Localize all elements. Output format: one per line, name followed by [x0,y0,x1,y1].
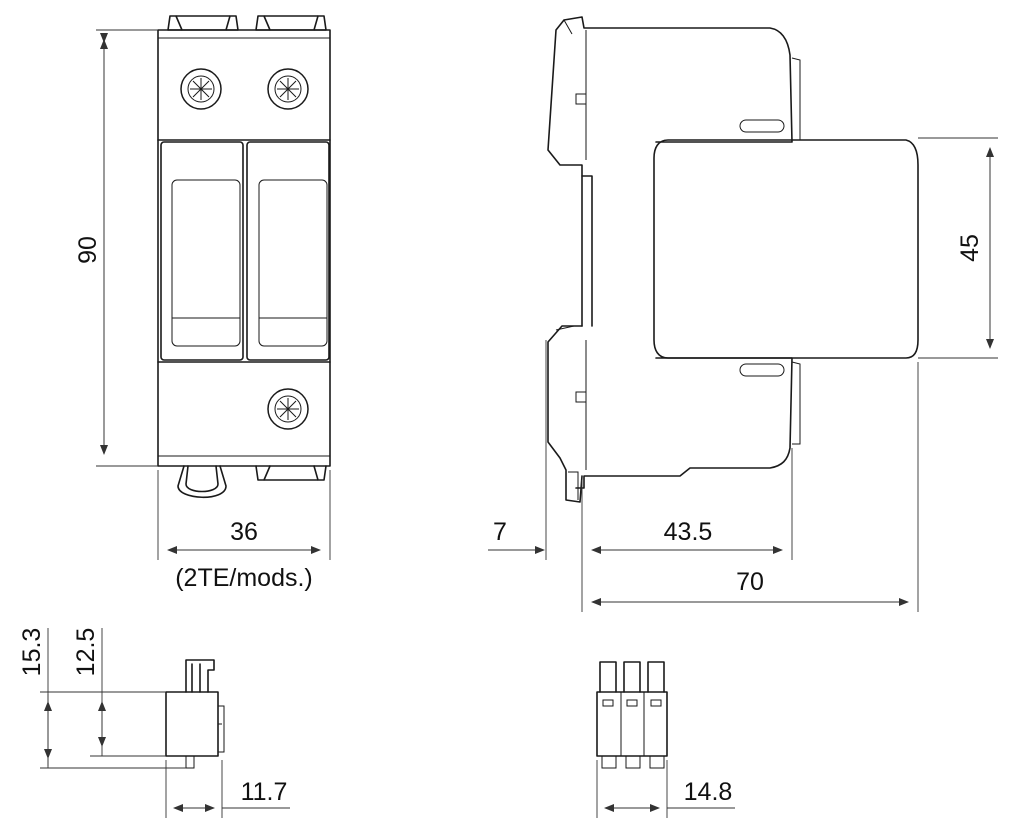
front-dimensions: 90 36 (2TE/mods.) [74,29,331,592]
front-bottom-latch [177,465,227,498]
dim-connector-side-width: 11.7 [241,778,288,806]
dim-connector-total-height: 15.3 [18,628,46,677]
connector-front-body [596,691,668,757]
side-lower-body [547,325,793,503]
side-upper-body [547,16,793,177]
dim-connector-body-height: 12.5 [72,628,100,677]
dim-side-depth-total: 70 [736,568,764,596]
connector-side-view [165,659,225,769]
connector-front-dimensions: 14.8 [596,760,735,818]
dim-front-width: 36 [230,518,258,546]
front-module-right [246,141,330,361]
connector-side-body [165,691,219,757]
connector-front-view [596,661,668,769]
dim-front-height: 90 [74,236,102,264]
front-top-clip-left [167,15,239,31]
front-view [157,15,331,498]
side-front-cover [653,139,919,359]
dim-cover-height: 45 [956,234,984,262]
connector-side-dimensions: 15.3 12.5 11.7 [18,628,290,818]
terminal-screw-icon [267,388,309,430]
dim-side-depth-partial: 43.5 [664,518,713,546]
dim-front-width-note: (2TE/mods.) [175,564,313,592]
terminal-screw-icon [180,68,222,110]
dim-connector-front-width: 14.8 [684,778,733,806]
side-rear-spine [581,175,593,327]
side-view [547,16,919,503]
side-dimensions: 45 7 43.5 70 [488,137,998,612]
front-module-left [160,141,244,361]
front-top-clip-right [255,15,327,31]
dim-side-offset: 7 [493,518,507,546]
front-bottom-clip [255,465,327,481]
front-housing [157,29,331,467]
terminal-screw-icon [267,68,309,110]
